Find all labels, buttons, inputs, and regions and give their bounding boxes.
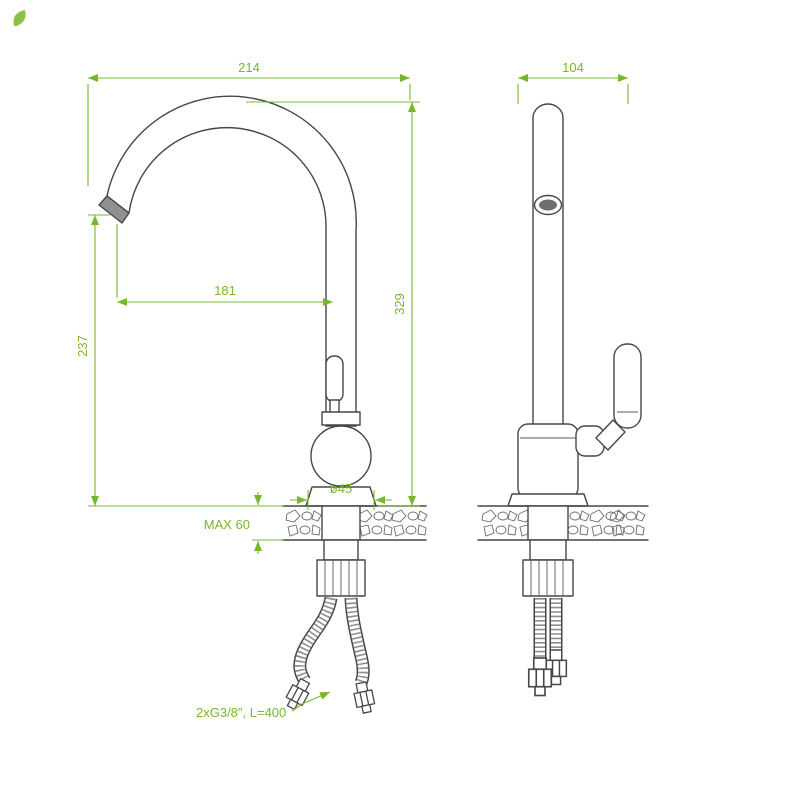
dim-base-diameter-label: ø45 [330, 481, 352, 496]
side-aerator-outlet [533, 194, 563, 216]
side-body [517, 423, 579, 499]
side-tube-top-cap [532, 103, 564, 119]
dim-spout-height: 237 [75, 214, 284, 507]
aerator-nozzle [98, 195, 130, 224]
hose-spec-callout: 2xG3/8", L=400 [196, 691, 331, 720]
dim-spout-height-label: 237 [75, 335, 90, 357]
mounting-shank-front [323, 539, 359, 561]
front-view [98, 95, 428, 715]
spout-gooseneck [106, 95, 357, 427]
handle-lever-front [325, 355, 344, 403]
dim-side-depth: 104 [517, 60, 629, 104]
shank-through-counter-front [322, 506, 360, 540]
mounting-nut-front [316, 559, 366, 597]
dim-front-width: 214 [87, 60, 411, 186]
side-view [477, 103, 649, 697]
dim-overall-height: 329 [246, 101, 420, 507]
dim-overall-height-label: 329 [392, 293, 407, 315]
hose-spec-label: 2xG3/8", L=400 [196, 705, 286, 720]
dim-counter-thickness: MAX 60 [204, 492, 284, 554]
hose-fitting-right [351, 680, 377, 715]
brand-leaf-logo [13, 10, 26, 26]
dim-side-depth-label: 104 [562, 60, 584, 75]
dimensions-layer: 214 104 329 237 181 [75, 60, 629, 720]
dim-counter-thickness-label: MAX 60 [204, 517, 250, 532]
hoses-side [527, 598, 568, 697]
dim-spout-reach: 181 [116, 224, 333, 306]
countertop-front [281, 505, 428, 541]
body-collar-front [321, 411, 361, 426]
side-handle-grip [613, 343, 642, 429]
hoses-front [282, 596, 377, 715]
ball-joint [310, 425, 372, 487]
side-handle-neck [595, 419, 626, 451]
mounting-shank-side [529, 539, 567, 561]
side-base-flange [507, 493, 589, 507]
countertop-side [477, 505, 649, 541]
dim-front-width-label: 214 [238, 60, 260, 75]
mounting-nut-side [522, 559, 574, 597]
dim-spout-reach-label: 181 [214, 283, 236, 298]
shank-through-counter-side [528, 506, 568, 540]
dim-base-diameter: ø45 [290, 481, 392, 510]
